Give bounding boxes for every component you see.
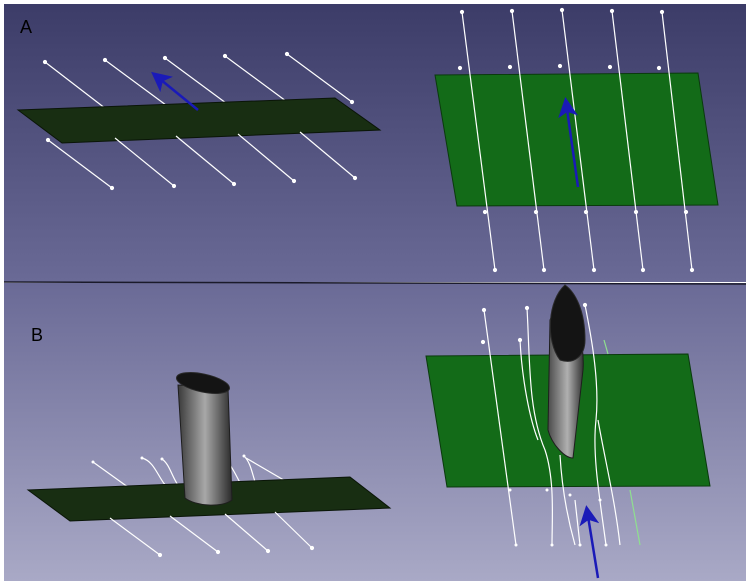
panel-b-left-streamlines-front [109, 511, 315, 558]
panel-b-right-green-streamline-top [603, 339, 609, 355]
panel-a-left-plate [16, 97, 382, 144]
cylinder-icon [176, 372, 233, 506]
arrow-icon [579, 505, 600, 579]
arrow-icon [151, 71, 199, 111]
panel-divider [3, 281, 747, 285]
panel-label-a: A [20, 17, 33, 37]
panel-a-left-streamlines-front [45, 131, 358, 191]
arrow-icon [558, 97, 580, 188]
cylinder-icon [547, 284, 586, 459]
panel-a-right-streamlines-front [461, 9, 695, 273]
panel-b-right-green-streamline [629, 489, 641, 546]
panel-a-right-plate [434, 72, 719, 207]
panel-b-right-streamline-points [508, 488, 608, 547]
panel-b-right-streamlines-front [483, 304, 621, 546]
panel-label-b: B [31, 325, 44, 345]
